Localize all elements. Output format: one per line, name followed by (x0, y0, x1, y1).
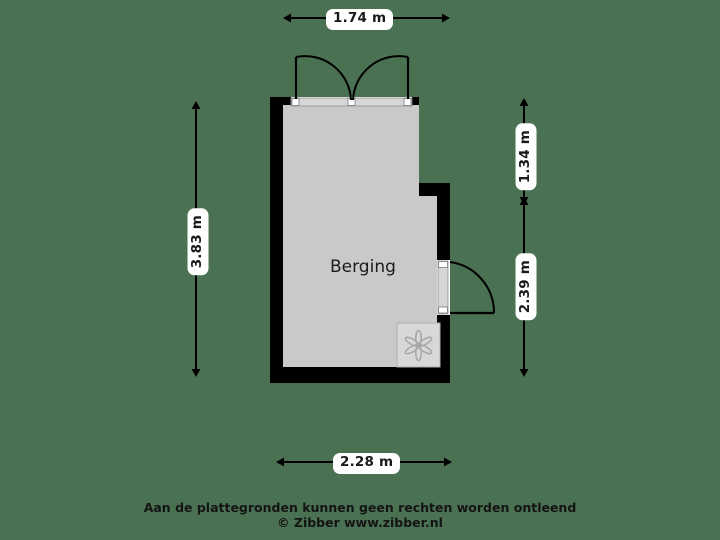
washing-machine-icon (396, 322, 441, 368)
right-wall-step (419, 183, 450, 383)
room-label-berging: Berging (330, 257, 396, 277)
dimension-label-right-upper: 1.34 m (516, 123, 537, 191)
dimension-label-left: 3.83 m (188, 208, 209, 276)
dimension-label-bottom: 2.28 m (333, 453, 401, 474)
right-swing-door (437, 260, 496, 315)
dimension-label-right-lower: 2.39 m (516, 253, 537, 321)
room-floor (283, 105, 437, 367)
dimension-label-top: 1.74 m (326, 9, 394, 30)
footer-disclaimer: Aan de plattegronden kunnen geen rechten… (143, 500, 577, 515)
wall-notch-cutout (419, 97, 450, 196)
top-double-door (290, 55, 413, 107)
footer-copyright[interactable]: © Zibber www.zibber.nl (277, 515, 443, 530)
